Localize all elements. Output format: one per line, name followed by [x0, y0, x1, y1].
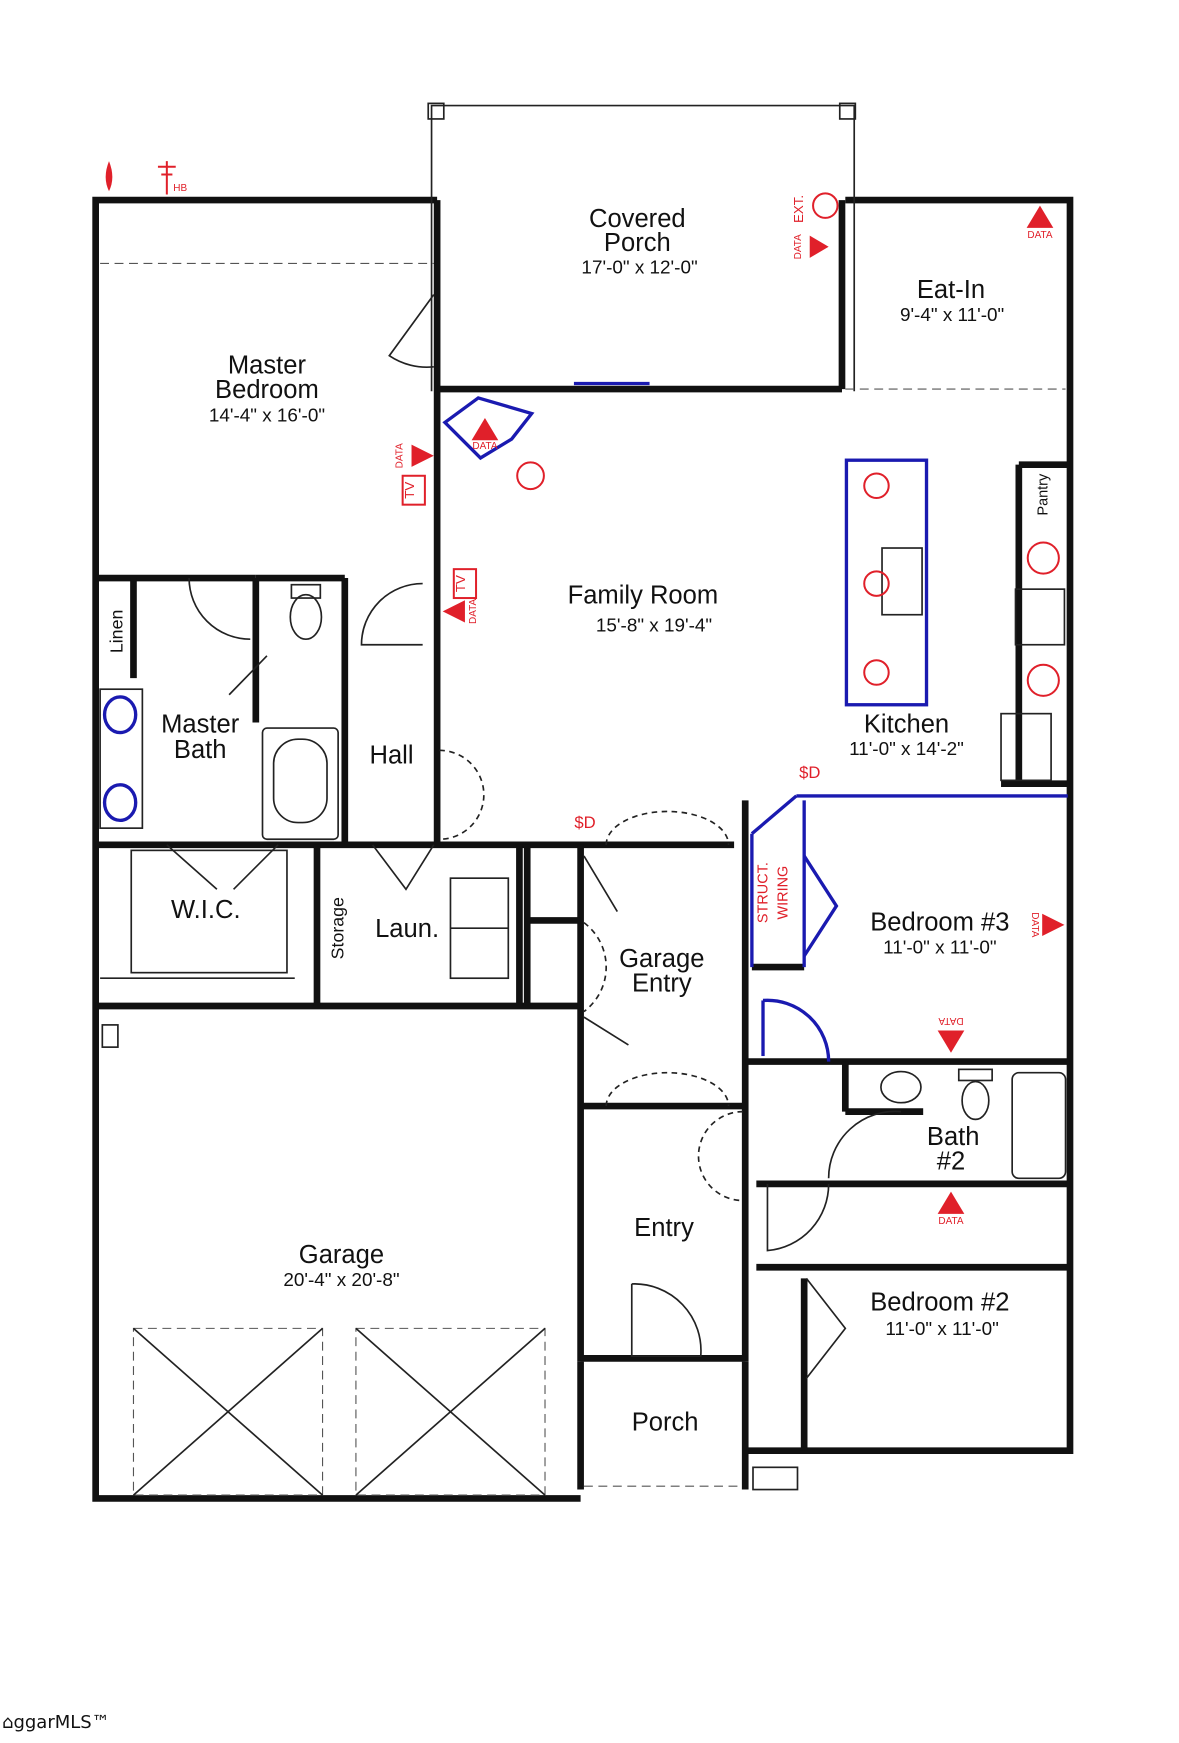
hall-label: Hall	[369, 742, 413, 770]
electrical: HB EXT. DATA DATA DATA DATA DATA DATA DA…	[105, 161, 1065, 1227]
ext-label: EXT.	[791, 195, 806, 223]
garage-doors	[132, 1327, 546, 1496]
bedroom-3-label: Bedroom #3	[870, 908, 1009, 936]
ext-light-icon	[812, 192, 839, 219]
master-bedroom-dims: 14'-4" x 16'-0"	[209, 405, 325, 426]
hose-bib-icon	[157, 161, 176, 195]
mls-logo: ⌂ggarMLS™	[2, 1712, 110, 1733]
kitchen-label: Kitchen	[864, 711, 949, 739]
bedroom-2-dims: 11'-0" x 11'-0"	[885, 1319, 998, 1340]
garage-label: Garage	[299, 1241, 384, 1269]
data-outlet: DATA	[442, 598, 479, 624]
interior-walls	[95, 200, 1070, 1451]
master-bedroom-label: Master	[228, 352, 307, 380]
switch-label: $D	[799, 763, 820, 782]
porch-label: Porch	[632, 1409, 699, 1437]
svg-text:DATA: DATA	[395, 443, 406, 469]
doors	[166, 294, 902, 1379]
pantry-label: Pantry	[1036, 473, 1052, 515]
data-outlet: DATA	[793, 234, 829, 260]
gas-meter-icon	[105, 161, 113, 192]
exterior-walls	[92, 102, 1074, 1502]
svg-text:DATA: DATA	[1029, 912, 1040, 938]
data-outlet: DATA	[937, 1191, 965, 1227]
storage-label: Storage	[328, 897, 348, 959]
fixtures	[99, 458, 1067, 1491]
eat-in-label: Eat-In	[917, 276, 985, 304]
data-outlet: DATA	[471, 417, 499, 452]
covered-porch-label: Covered	[589, 205, 686, 233]
data-outlet: DATA	[1026, 205, 1054, 241]
bath-2-label: Bath	[927, 1123, 980, 1151]
kitchen-dims: 11'-0" x 14'-2"	[849, 739, 964, 760]
struct-wiring-label: WIRING	[775, 866, 791, 920]
room-labels: Covered Porch 17'-0" x 12'-0" Eat-In 9'-…	[106, 205, 1051, 1437]
laundry-label: Laun.	[375, 915, 439, 943]
svg-text:DATA: DATA	[938, 1015, 964, 1026]
tv-label: TV	[453, 575, 468, 592]
mls-logo-text: ggarMLS™	[13, 1712, 110, 1733]
svg-text:DATA: DATA	[472, 441, 498, 452]
master-bath-label: Bath	[174, 736, 227, 764]
data-outlet: DATA	[937, 1015, 965, 1053]
garage-entry-label: Garage	[619, 945, 704, 973]
eat-in-dims: 9'-4" x 11'-0"	[900, 305, 1004, 326]
svg-text:DATA: DATA	[468, 598, 479, 624]
covered-porch-label: Porch	[604, 229, 671, 257]
covered-porch-dims: 17'-0" x 12'-0"	[581, 257, 697, 278]
wic-label: W.I.C.	[171, 896, 241, 924]
family-room-dims: 15'-8" x 19'-4"	[596, 615, 712, 636]
data-outlet: DATA	[1029, 912, 1065, 938]
tv-label: TV	[402, 482, 417, 499]
svg-text:DATA: DATA	[793, 234, 804, 260]
garage-entry-label: Entry	[632, 970, 692, 998]
data-outlet: DATA	[395, 443, 434, 469]
bedroom-2-label: Bedroom #2	[870, 1289, 1009, 1317]
bath-2-label: #2	[937, 1147, 965, 1175]
master-bath-label: Master	[161, 711, 240, 739]
ceiling-fan-icon	[516, 461, 545, 491]
switch-label: $D	[574, 813, 595, 832]
entry-label: Entry	[634, 1214, 694, 1242]
master-bedroom-label: Bedroom	[215, 376, 319, 404]
svg-text:DATA: DATA	[938, 1216, 964, 1227]
family-room-label: Family Room	[568, 582, 719, 610]
bedroom-3-dims: 11'-0" x 11'-0"	[883, 938, 996, 959]
svg-text:DATA: DATA	[1027, 230, 1053, 241]
struct-wiring-label: STRUCT.	[755, 862, 771, 923]
linen-label: Linen	[106, 610, 126, 654]
hb-label: HB	[173, 183, 187, 194]
garage-dims: 20'-4" x 20'-8"	[283, 1270, 399, 1291]
